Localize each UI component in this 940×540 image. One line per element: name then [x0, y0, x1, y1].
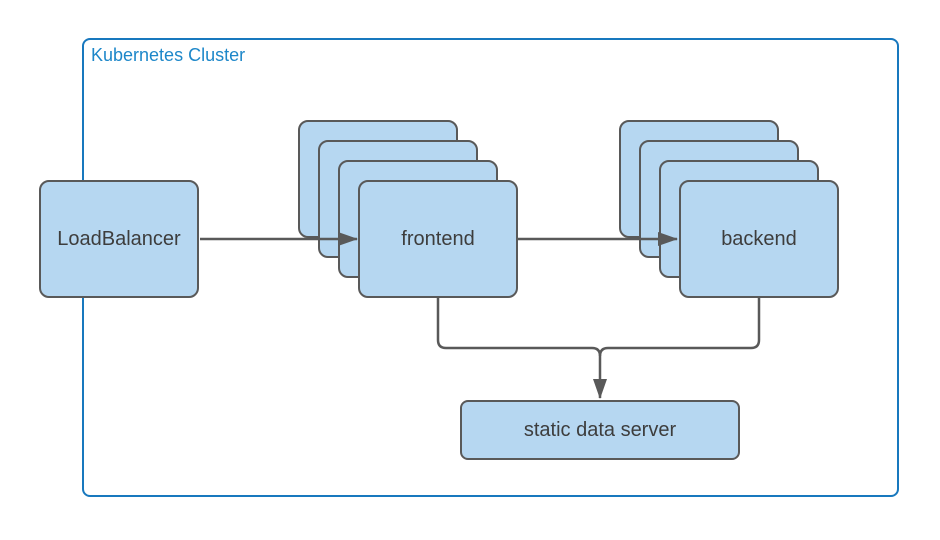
backend-stack[interactable]: backend: [619, 120, 840, 299]
node-backend[interactable]: backend: [679, 180, 839, 298]
node-loadbalancer[interactable]: LoadBalancer: [39, 180, 199, 298]
node-static-data-server-label: static data server: [523, 418, 677, 441]
node-backend-label: backend: [721, 227, 797, 250]
node-frontend[interactable]: frontend: [358, 180, 518, 298]
node-static-data-server[interactable]: static data server: [460, 400, 740, 460]
frontend-stack[interactable]: frontend: [298, 120, 519, 299]
cluster-label: Kubernetes Cluster: [91, 45, 246, 65]
node-loadbalancer-label: LoadBalancer: [57, 227, 181, 250]
node-frontend-label: frontend: [401, 227, 475, 250]
